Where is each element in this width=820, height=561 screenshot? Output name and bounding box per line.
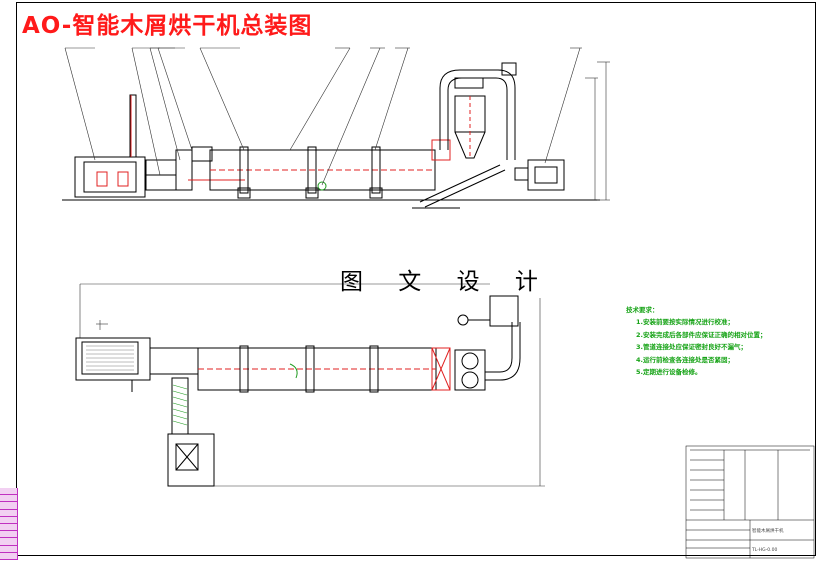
- requirement-item: 2.安装完成后各部件应保证正确的相对位置；: [636, 330, 767, 339]
- plan-dimensions: [79, 283, 545, 487]
- rotary-drum: [209, 139, 451, 199]
- plan-drum: [149, 345, 451, 393]
- watermark: 图 文 设 计: [340, 269, 552, 295]
- title-block-drawing-code: TL-HG-0.00: [752, 548, 778, 553]
- feed-inlet: [175, 146, 245, 191]
- draft-fan: [512, 159, 572, 201]
- requirement-item: 1.安装前要按实际情况进行校准；: [636, 318, 734, 327]
- drawing-frame: [16, 2, 816, 556]
- plan-screw-conveyor: [167, 377, 215, 487]
- technical-requirements: 技术要求： 1.安装前要按实际情况进行校准； 2.安装完成后各部件应保证正确的相…: [626, 304, 767, 378]
- elevation-dimensions: [585, 61, 610, 201]
- requirement-item: 4.运行前检查各连接处是否紧固；: [636, 355, 734, 364]
- plan-furnace: [75, 337, 151, 392]
- drawing-title: AO-智能木屑烘干机总装图: [22, 13, 313, 39]
- revision-strip: [0, 488, 18, 560]
- hot-air-furnace: [74, 94, 177, 198]
- technical-requirements-heading: 技术要求：: [626, 306, 659, 314]
- title-block-drawing-name: 智能木屑烘干机: [752, 529, 784, 534]
- screw-conveyor: [412, 164, 506, 209]
- title-block-grid: [685, 445, 815, 559]
- cyclone-separator: [439, 62, 517, 160]
- plan-cyclone-ducting: [454, 295, 521, 391]
- leader-lines: [64, 47, 582, 186]
- requirement-item: 5.定期进行设备检修。: [636, 368, 702, 377]
- requirement-item: 3.管道连接处应保证密封良好不漏气；: [636, 343, 747, 352]
